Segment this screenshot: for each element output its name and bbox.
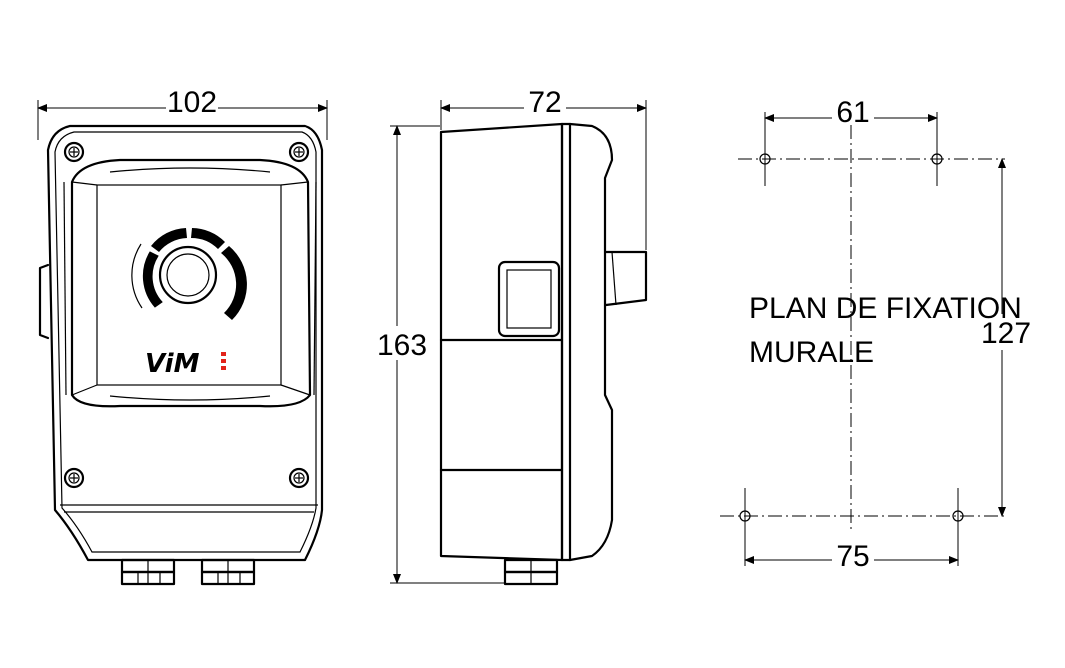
speed-knob-icon [131, 228, 247, 320]
front-top-ridge [109, 167, 271, 173]
top-spacing-label: 61 [836, 96, 869, 129]
top-spacing-label-bg [832, 94, 874, 122]
screw-top-right [288, 141, 310, 163]
side-depth-label-bg [524, 84, 566, 112]
vim-logo: ViM [145, 349, 226, 379]
side-depth-label: 72 [528, 86, 561, 119]
front-window-bevel-lines [71, 181, 311, 396]
front-view: 102 [37, 84, 328, 586]
front-body-outline [46, 124, 324, 562]
bottom-spacing-label: 75 [836, 540, 869, 573]
side-base-outline [439, 122, 564, 562]
cable-gland-left [120, 558, 176, 586]
mounting-plan-title-line1: PLAN DE FIXATION [749, 292, 1022, 325]
height-label-bg [378, 326, 426, 360]
side-cable-gland [503, 558, 559, 586]
vim-logo-text: ViM [145, 349, 200, 379]
side-window-inner [506, 269, 552, 329]
front-cover-left-bevel [63, 181, 67, 396]
side-gasket [560, 122, 572, 562]
side-cover-outline [568, 122, 614, 562]
screw-top-left [63, 141, 85, 163]
front-side-notch [38, 263, 50, 340]
mounting-plan-title-line2: MURALE [749, 336, 874, 369]
front-cover-right-bevel [313, 181, 317, 396]
vertical-spacing-label: 127 [981, 317, 1031, 350]
side-knob-protrusion [604, 250, 648, 307]
bottom-spacing-label-bg [832, 538, 874, 566]
mounting-hole-top-left [759, 153, 771, 165]
vertical-spacing-label-bg [982, 314, 1030, 350]
front-width-label-bg [166, 84, 218, 112]
screw-bottom-left [63, 467, 85, 489]
front-bottom-ridge [109, 395, 271, 401]
height-label: 163 [377, 329, 427, 362]
mounting-plan: 61 127 75 PLAN DE FIXATION MURALE [720, 94, 1031, 573]
front-width-label: 102 [167, 86, 217, 119]
side-window [497, 260, 561, 338]
cable-gland-right [200, 558, 256, 586]
screw-bottom-right [288, 467, 310, 489]
side-view: 72 163 [377, 84, 648, 586]
mounting-hole-top-right [931, 153, 943, 165]
front-body-inner-edge [54, 131, 317, 553]
side-knob-edge [611, 251, 617, 306]
front-inner-window [96, 184, 282, 386]
